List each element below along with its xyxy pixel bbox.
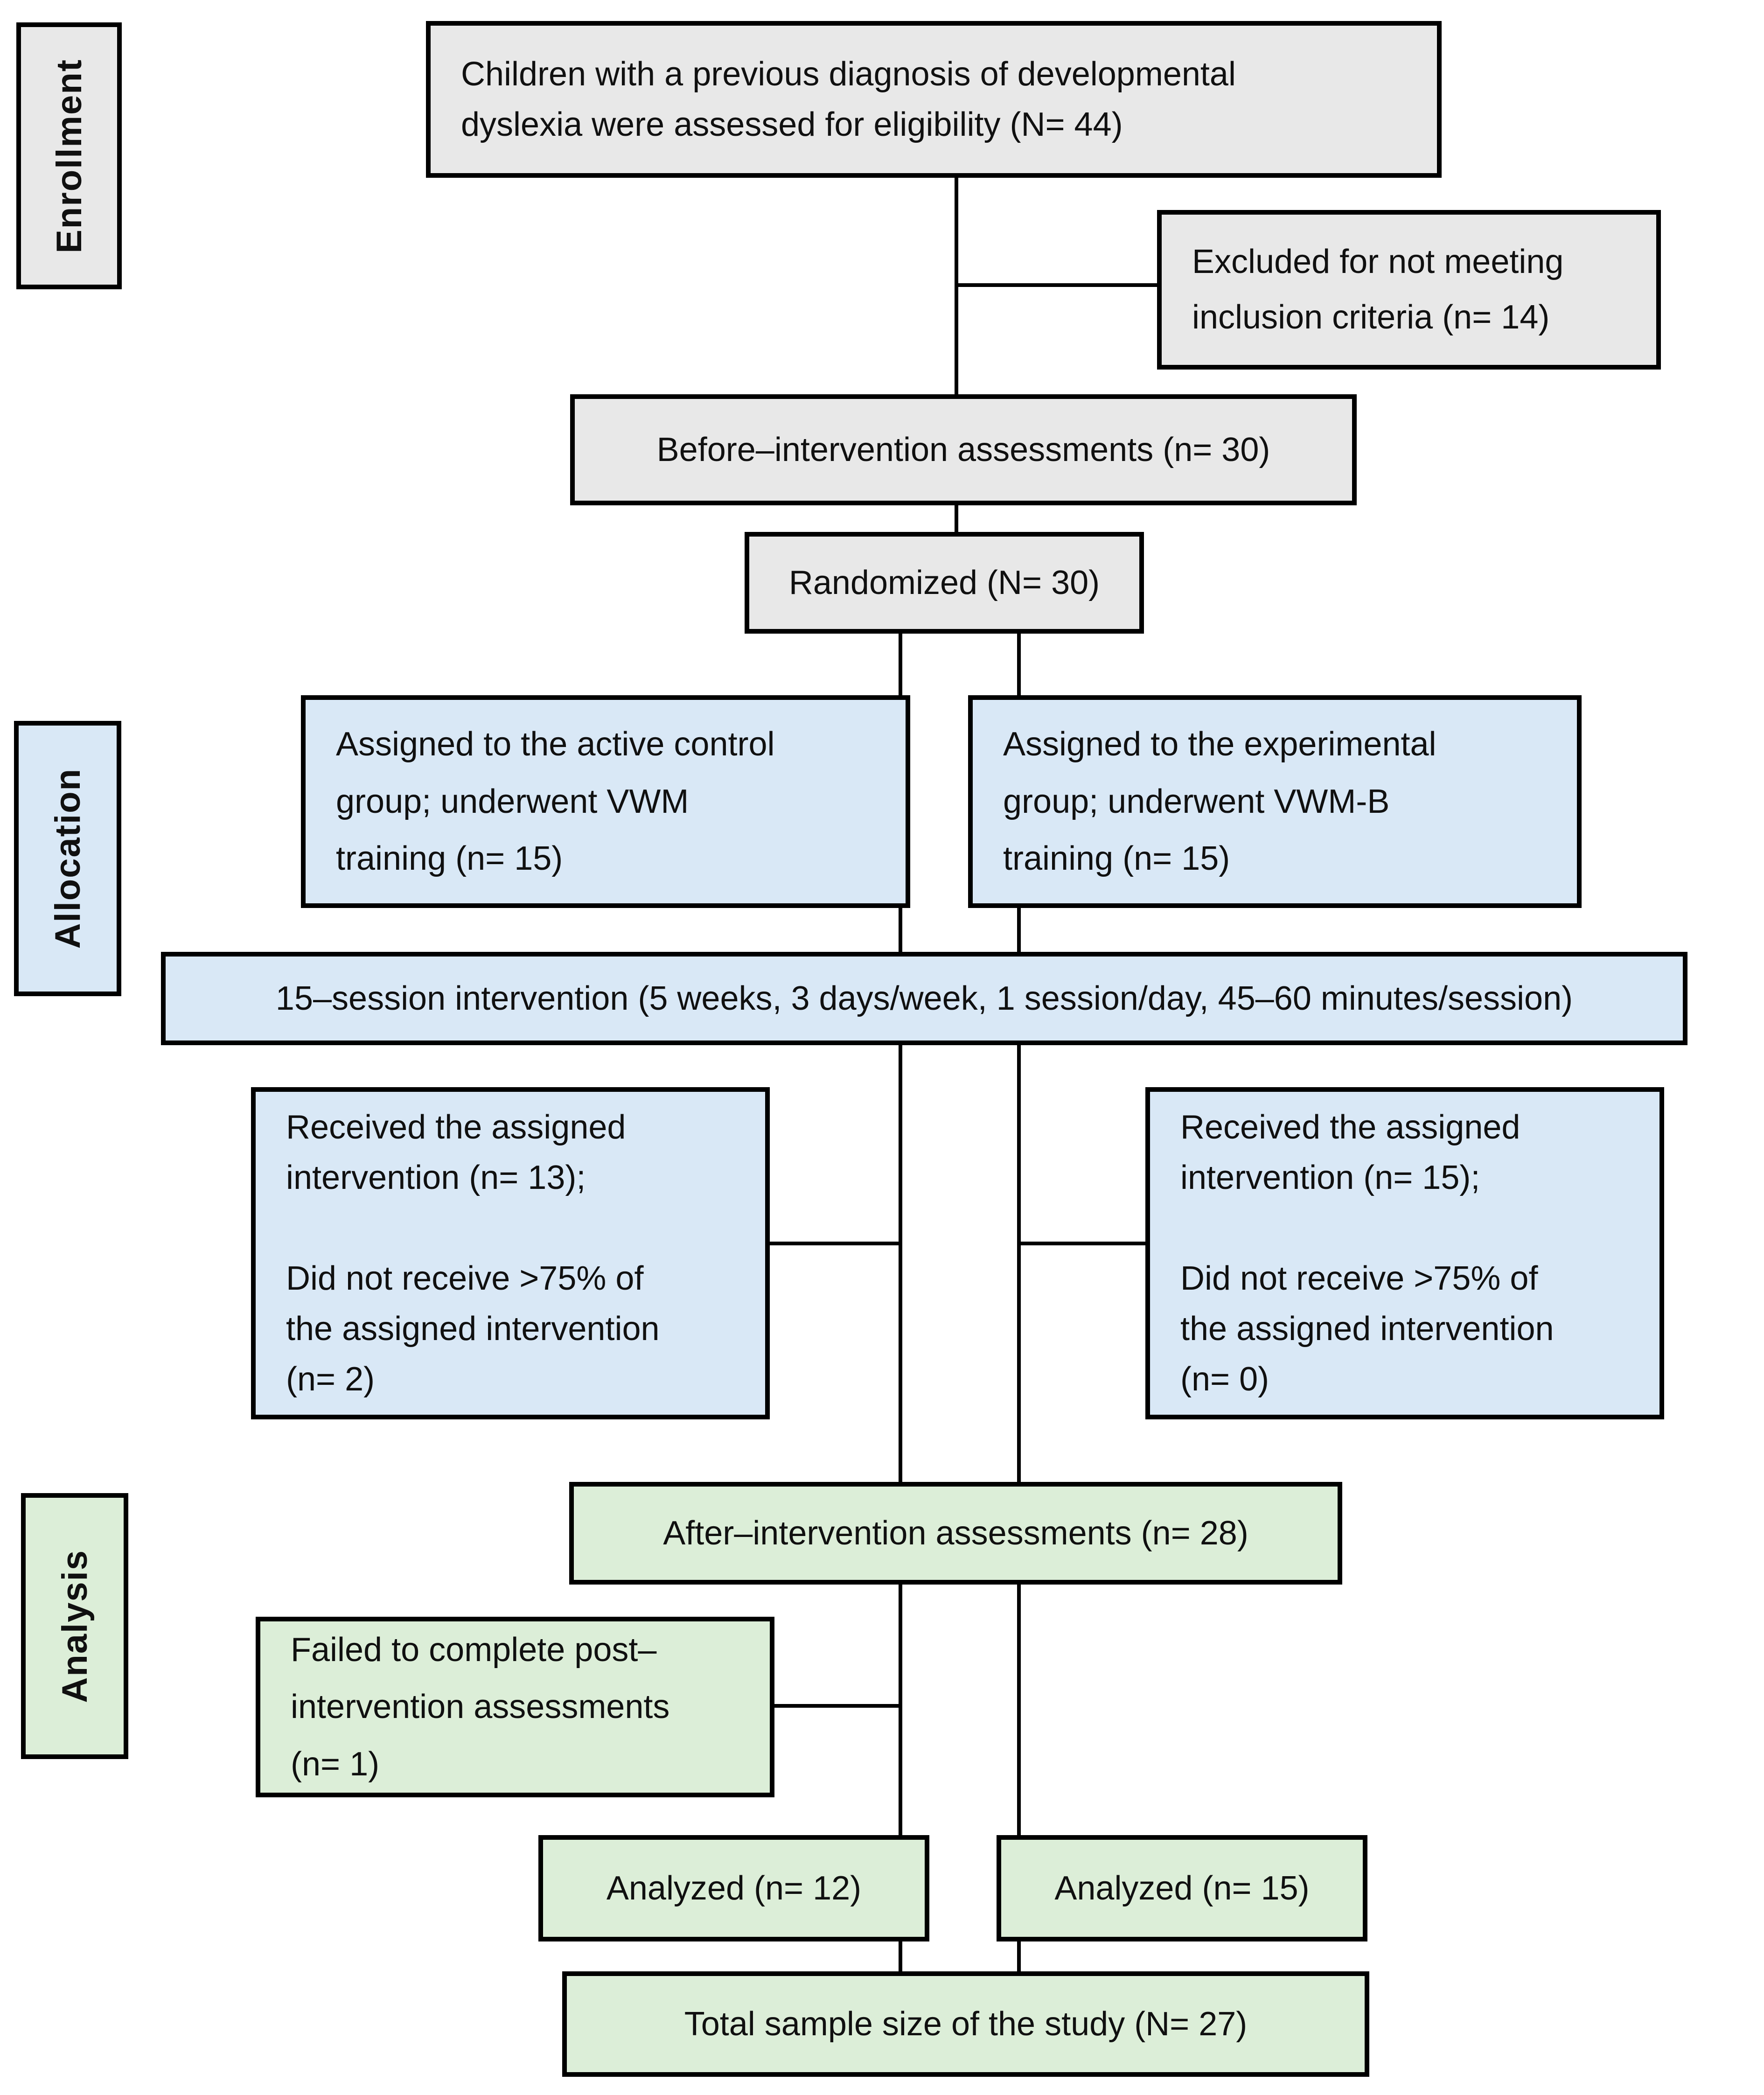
stage-label-allocation-text: Allocation [48, 768, 88, 949]
node-eligibility-text: Children with a previous diagnosis of de… [461, 56, 1236, 143]
node-before-text: Before–intervention assessments (n= 30) [656, 431, 1270, 468]
stage-label-enrollment: Enrollment [16, 22, 122, 289]
connector-after-to-analyzed-right-line [1017, 1584, 1021, 1836]
node-received-control-text: Received the assigned intervention (n= 1… [286, 1109, 660, 1398]
node-excluded: Excluded for not meeting inclusion crite… [1157, 210, 1661, 370]
node-received-experimental-text: Received the assigned intervention (n= 1… [1180, 1109, 1554, 1398]
connector-before-to-randomized-line [955, 504, 958, 533]
stage-label-allocation: Allocation [14, 721, 121, 996]
node-before-intervention-assessments: Before–intervention assessments (n= 30) [570, 394, 1357, 505]
node-after-intervention-assessments: After–intervention assessments (n= 28) [569, 1482, 1342, 1585]
node-randomized: Randomized (N= 30) [745, 532, 1144, 634]
connector-experimental-to-intervention-line [1017, 907, 1021, 953]
connector-intervention-to-after-right-line [1017, 1044, 1021, 1483]
node-experimental-text: Assigned to the experimental group; unde… [1003, 726, 1436, 878]
node-analyzed-experimental: Analyzed (n= 15) [997, 1835, 1367, 1941]
node-assigned-experimental-group: Assigned to the experimental group; unde… [968, 695, 1582, 908]
connector-failed-branch-line [774, 1704, 900, 1708]
connector-randomized-to-control-line [899, 633, 902, 696]
node-analyzed-control-text: Analyzed (n= 12) [606, 1870, 862, 1907]
connector-randomized-to-experimental-line [1017, 633, 1021, 696]
stage-label-analysis: Analysis [21, 1493, 128, 1759]
node-received-experimental: Received the assigned intervention (n= 1… [1145, 1087, 1664, 1419]
connector-analyzed-to-total-left-line [899, 1941, 902, 1972]
node-intervention-schedule: 15–session intervention (5 weeks, 3 days… [161, 952, 1687, 1045]
connector-received-control-branch-line [769, 1242, 900, 1245]
node-total-sample-size: Total sample size of the study (N= 27) [562, 1971, 1369, 2077]
node-eligibility: Children with a previous diagnosis of de… [426, 21, 1442, 178]
node-received-control: Received the assigned intervention (n= 1… [251, 1087, 770, 1419]
node-analyzed-experimental-text: Analyzed (n= 15) [1054, 1870, 1310, 1907]
node-randomized-text: Randomized (N= 30) [788, 564, 1100, 601]
connector-after-to-analyzed-left-line [899, 1584, 902, 1836]
connector-excluded-branch-line [956, 283, 1157, 287]
node-intervention-text: 15–session intervention (5 weeks, 3 days… [275, 980, 1573, 1017]
node-analyzed-control: Analyzed (n= 12) [538, 1835, 929, 1941]
node-failed-post-intervention: Failed to complete post– intervention as… [256, 1617, 774, 1797]
connector-received-experimental-branch-line [1019, 1242, 1147, 1245]
node-total-text: Total sample size of the study (N= 27) [684, 2005, 1248, 2043]
connector-analyzed-to-total-right-line [1017, 1941, 1021, 1972]
connector-intervention-to-after-left-line [899, 1044, 902, 1483]
node-excluded-text: Excluded for not meeting inclusion crite… [1192, 243, 1564, 336]
stage-label-analysis-text: Analysis [55, 1549, 95, 1703]
node-failed-text: Failed to complete post– intervention as… [291, 1631, 670, 1783]
node-control-text: Assigned to the active control group; un… [336, 726, 775, 878]
stage-label-enrollment-text: Enrollment [49, 58, 89, 253]
connector-control-to-intervention-line [899, 907, 902, 953]
node-assigned-control-group: Assigned to the active control group; un… [301, 695, 910, 908]
node-after-text: After–intervention assessments (n= 28) [663, 1515, 1248, 1552]
